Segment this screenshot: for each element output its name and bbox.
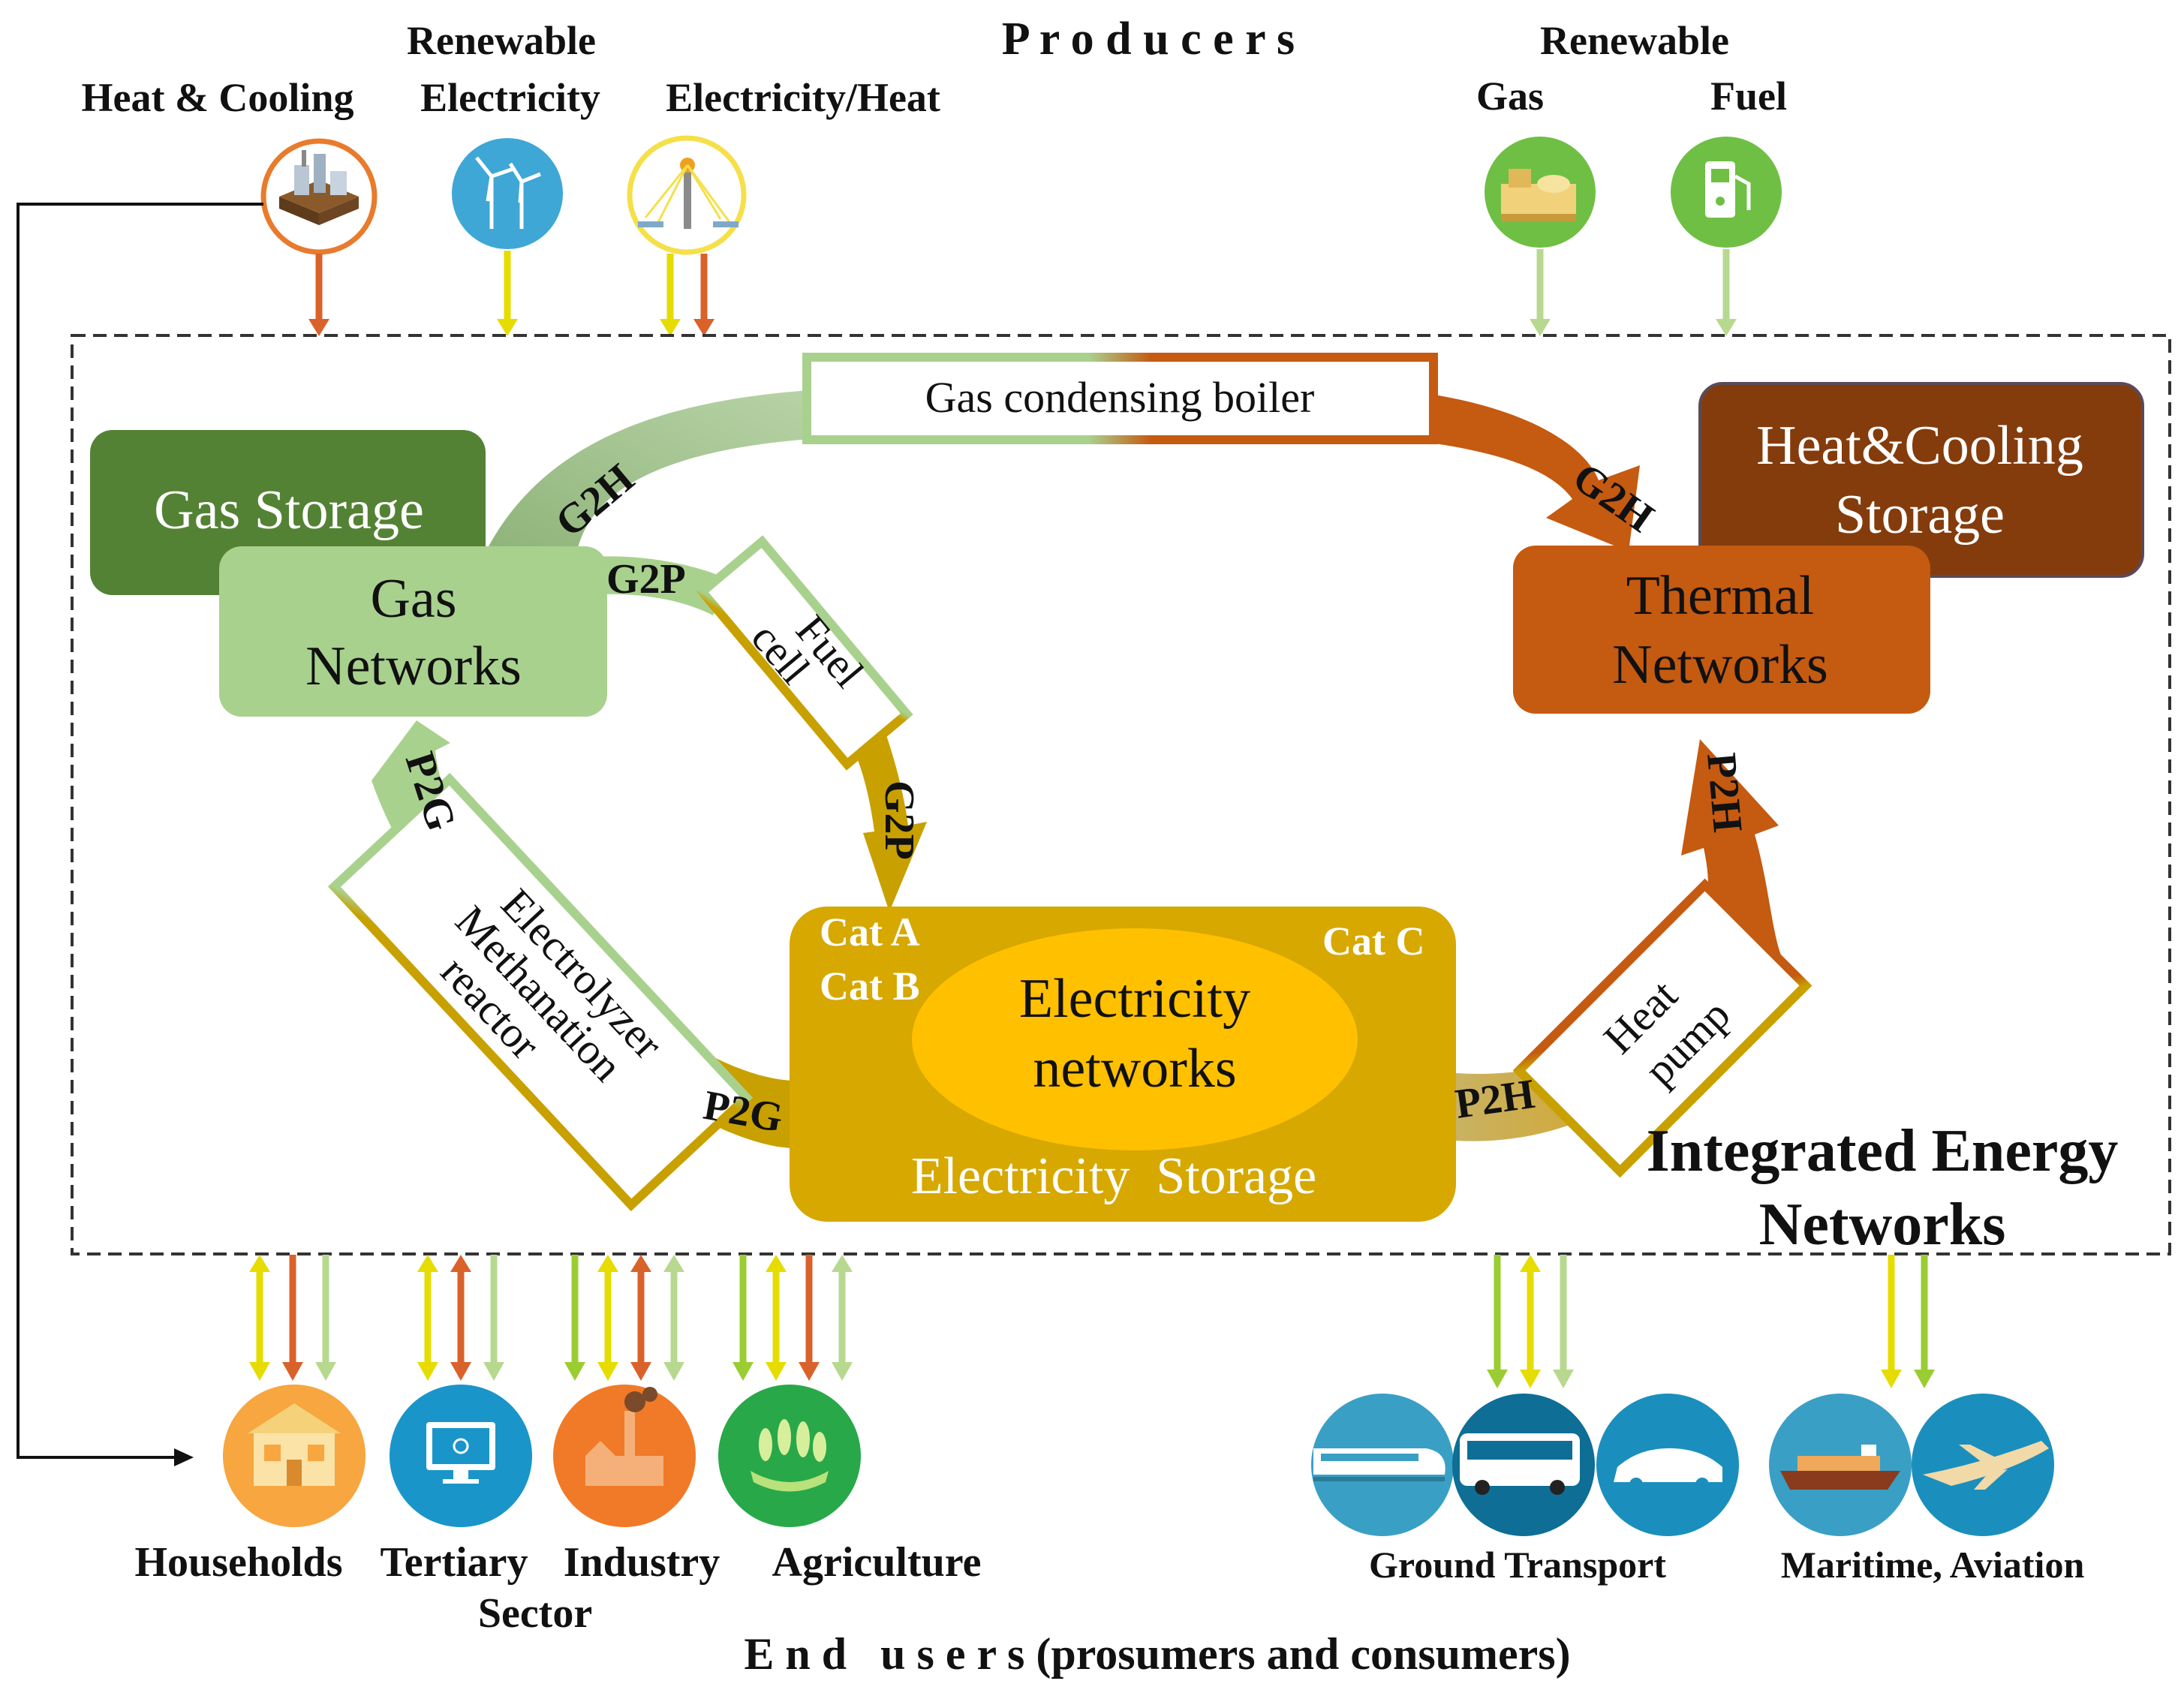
label-maritime-aviation: Maritime, Aviation [1781,1544,2085,1586]
integrated-networks-title-line1: Integrated Energy [1647,1118,2119,1184]
label-industry: Industry [564,1539,720,1586]
flow-label-p2h-right: P2H [1698,751,1751,834]
integrated-networks-boundary [71,334,2171,1255]
fuel-pump-icon [1705,161,1751,218]
end-user-arrows [249,1255,1935,1388]
label-agriculture: Agriculture [772,1539,982,1586]
thermal-networks-label-line1: Thermal [1626,565,1815,627]
thermal-networks-label-line2: Networks [1612,634,1828,696]
producer-label: Fuel [1710,74,1787,119]
flow-label-g2p-right: G2P [876,780,922,860]
train-icon [1313,1448,1445,1481]
car-icon [1614,1448,1722,1491]
computer-monitor-icon [426,1422,495,1484]
gas-networks-box: Gas Networks [219,546,607,717]
flow-g2h-left [488,390,811,548]
end-user-agriculture [718,1385,861,1527]
house-icon [248,1403,341,1486]
electricity-networks-label-line1: Electricity [1019,968,1250,1030]
producer-renewable-gas: Renewable Gas [1476,18,1729,248]
producer-label-line2: Gas [1476,74,1544,119]
label-ground-transport: Ground Transport [1369,1544,1666,1586]
producer-electricity-heat: Electricity/Heat [627,75,940,255]
airplane-icon [1923,1441,2049,1490]
gas-networks-label-line1: Gas [370,568,456,630]
label-tertiary-line1: Tertiary [381,1539,528,1586]
label-households: Households [135,1539,343,1586]
cat-b-label: Cat B [820,964,920,1009]
integrated-networks-title-line2: Networks [1759,1192,2006,1258]
producer-label-line1: Renewable [1540,18,1729,63]
gas-condensing-boiler-box: Gas condensing boiler [802,353,1438,444]
end-user-maritime-aviation [1769,1394,2054,1536]
gas-networks-label-line2: Networks [305,636,522,697]
producer-label: Electricity/Heat [666,75,940,120]
electricity-networks-label-line2: networks [1033,1038,1236,1099]
producer-label-line2: Electricity [420,75,600,120]
factory-icon [279,150,359,225]
producer-fuel: Fuel [1671,74,1787,248]
boiler-label: Gas condensing boiler [925,373,1315,422]
end-users-title: E n d u s e r s (prosumers and consumers… [744,1629,1570,1679]
electrolyzer-box: Electrolyzer Methanation reactor [327,772,754,1212]
cat-a-label: Cat A [820,910,920,955]
cat-c-label: Cat C [1322,919,1424,964]
end-user-industry [553,1385,696,1527]
bus-icon [1460,1433,1580,1495]
wind-turbine-icon [475,156,541,229]
flow-g2p-top [597,556,732,615]
biogas-plant-icon [1501,169,1576,221]
gas-storage-label: Gas Storage [154,480,424,541]
thermal-networks-box: Thermal Networks [1513,546,1930,714]
ship-icon [1780,1445,1900,1490]
end-user-tertiary [390,1385,532,1527]
producer-label-line1: Renewable [407,18,596,63]
producer-renewable-electricity: Renewable Electricity [407,18,600,249]
industry-plant-icon [585,1387,663,1486]
label-tertiary-line2: Sector [478,1590,592,1637]
flow-g2p-right [848,713,927,912]
flow-label-p2h-bottom: P2H [1452,1071,1537,1128]
electricity-storage-label: Electricity Storage [911,1147,1316,1205]
solar-tower-icon [638,158,739,229]
producer-label: Heat & Cooling [82,75,354,120]
heat-storage-label-line1: Heat&Cooling [1756,415,2083,477]
electricity-box: Electricity networks Electricity Storage… [790,907,1456,1222]
heat-storage-label-line2: Storage [1835,484,2005,546]
flow-label-g2p-top: G2P [606,556,686,603]
producer-heat-cooling: Heat & Cooling [82,75,378,255]
heat-pump-box: Heat pump [1512,878,1812,1178]
producer-arrows [308,249,1737,336]
fuel-cell-box: Fuel cell [696,535,913,771]
direct-heat-connector [17,203,263,1466]
end-user-households [223,1385,366,1527]
end-user-ground-transport [1311,1394,1739,1536]
flow-g2h-right [1430,394,1640,552]
wheat-icon [751,1419,829,1492]
producers-title: P r o d u c e r s [1002,14,1295,65]
